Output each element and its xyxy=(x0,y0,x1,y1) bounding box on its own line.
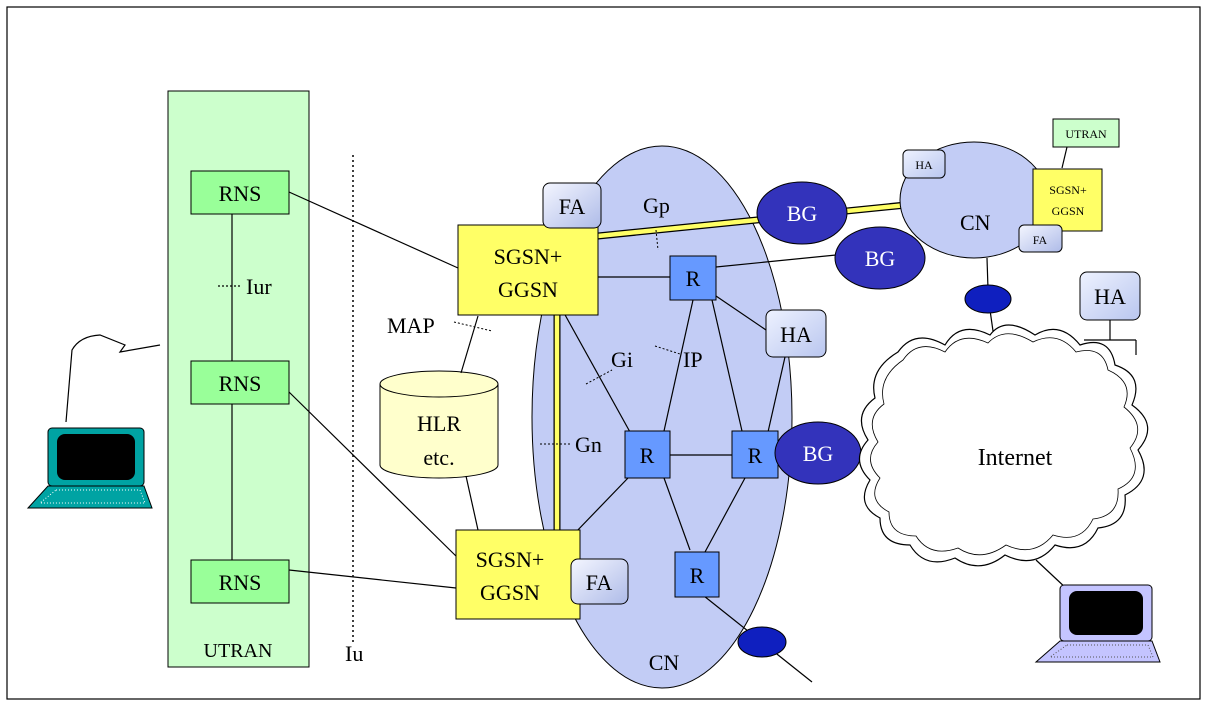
sgsn-bottom-line2: GGSN xyxy=(480,580,540,605)
link-hlr-sgsn-bottom xyxy=(465,475,479,531)
link-sgsn-hlr xyxy=(460,315,479,374)
bg-label-top: BG xyxy=(787,201,818,226)
hlr-database xyxy=(379,370,499,479)
remote-cn-label: CN xyxy=(960,210,991,235)
cn-label: CN xyxy=(649,650,680,675)
gi-label: Gi xyxy=(611,347,633,372)
link-remote-cn-node xyxy=(986,257,989,290)
sgsn-ggsn-bottom xyxy=(455,529,581,620)
gp-label: Gp xyxy=(643,193,670,218)
rns-label-middle: RNS xyxy=(219,371,262,396)
hlr-label-etc: etc. xyxy=(423,445,454,470)
rns-node-bottom xyxy=(190,559,290,604)
ha-box-core xyxy=(765,309,827,358)
ha-label-core: HA xyxy=(780,322,812,347)
fa-box-bottom xyxy=(570,558,629,605)
router-label-bottom: R xyxy=(690,563,705,588)
link-remote-utran xyxy=(1061,146,1068,169)
router-label-top: R xyxy=(686,266,701,291)
sgsn-top-line2: GGSN xyxy=(498,277,558,302)
small-node-bottom xyxy=(737,626,787,658)
rns-node-middle xyxy=(190,360,290,405)
internet-cloud-icon xyxy=(858,324,1149,567)
remote-sgsn-line2: GGSN xyxy=(1052,204,1085,218)
sgsn-ggsn-top xyxy=(457,224,599,316)
remote-fa-label: FA xyxy=(1033,233,1048,247)
bg-label-middle: BG xyxy=(865,246,896,271)
remote-fa-box xyxy=(1018,224,1063,253)
remote-utran-box xyxy=(1052,118,1120,148)
fa-label-top: FA xyxy=(559,194,586,219)
ip-label: IP xyxy=(683,347,703,372)
fa-label-bottom: FA xyxy=(586,570,613,595)
router-bottom xyxy=(674,551,720,598)
iur-label: Iur xyxy=(246,274,272,299)
router-top xyxy=(669,255,717,301)
remote-ha-box xyxy=(902,149,946,179)
utran-label: UTRAN xyxy=(204,640,273,662)
gp-pointer xyxy=(655,229,659,251)
bg-label-internet: BG xyxy=(803,441,834,466)
rns-label-bottom: RNS xyxy=(219,570,262,595)
hlr-label: HLR xyxy=(417,411,461,436)
router-label-mid-right: R xyxy=(748,443,763,468)
internet-laptop-icon xyxy=(1034,584,1161,663)
link-rns-top-sgsn xyxy=(288,191,459,269)
link-rns-mid-sgsn xyxy=(288,391,460,560)
mobile-laptop-icon xyxy=(26,334,161,509)
sgsn-bottom-line1: SGSN+ xyxy=(476,547,545,572)
small-node-remote xyxy=(964,284,1012,314)
gi-pointer xyxy=(585,369,613,385)
remote-sgsn-line1: SGSN+ xyxy=(1049,183,1087,197)
router-mid-left xyxy=(624,430,671,479)
bg-node-top xyxy=(756,181,848,245)
rns-label-top: RNS xyxy=(219,181,262,206)
sgsn-top-line1: SGSN+ xyxy=(494,244,563,269)
map-pointer xyxy=(453,321,493,332)
bg-node-middle xyxy=(834,226,926,290)
map-label: MAP xyxy=(387,313,435,338)
iu-label: Iu xyxy=(345,641,363,666)
remote-utran-label: UTRAN xyxy=(1065,127,1107,141)
rns-node-top xyxy=(190,170,290,215)
gn-label: Gn xyxy=(575,432,602,457)
ha-label-internet: HA xyxy=(1094,284,1126,309)
internet-label: Internet xyxy=(978,445,1053,471)
fa-box-top xyxy=(542,182,602,229)
remote-ha-label: HA xyxy=(915,158,933,172)
router-label-mid-left: R xyxy=(640,443,655,468)
ip-pointer xyxy=(654,345,681,355)
ha-box-internet xyxy=(1079,271,1141,321)
link-rns-bottom-sgsn xyxy=(288,569,457,589)
remote-sgsn-ggsn xyxy=(1032,168,1103,232)
